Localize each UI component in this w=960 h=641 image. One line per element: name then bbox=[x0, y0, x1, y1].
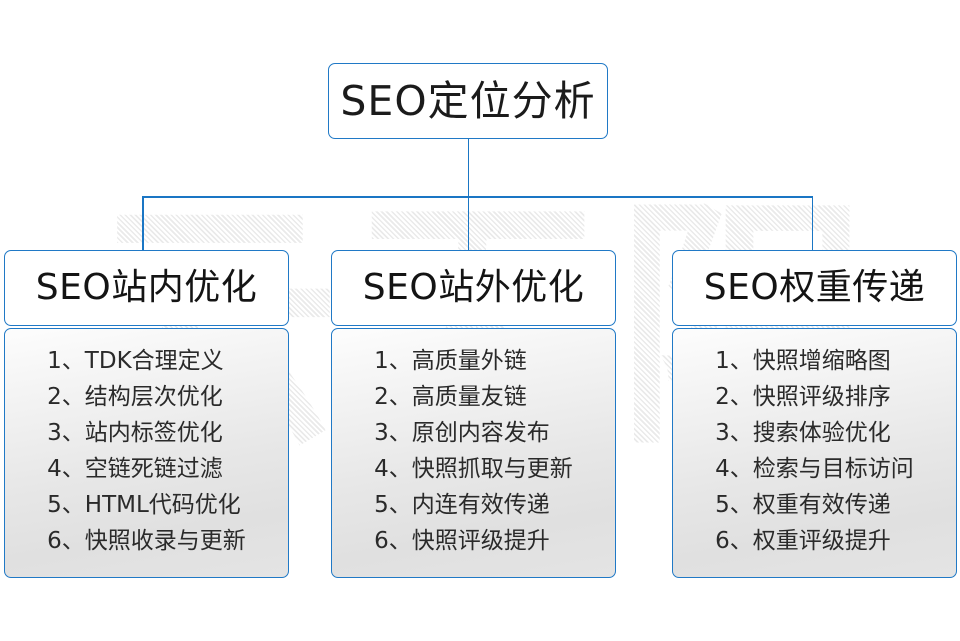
branch-column-3: SEO权重传递 1、快照增缩略图 2、快照评级排序 3、搜索体验优化 4、检索与… bbox=[672, 250, 957, 578]
list-item: 4、快照抓取与更新 bbox=[374, 456, 573, 482]
list-item: 2、结构层次优化 bbox=[47, 384, 223, 410]
branch-body-1: 1、TDK合理定义 2、结构层次优化 3、站内标签优化 4、空链死链过滤 5、H… bbox=[4, 328, 289, 578]
branch-header-2[interactable]: SEO站外优化 bbox=[331, 250, 616, 326]
list-item: 2、快照评级排序 bbox=[715, 384, 891, 410]
list-item: 1、快照增缩略图 bbox=[715, 348, 891, 374]
branch-body-3: 1、快照增缩略图 2、快照评级排序 3、搜索体验优化 4、检索与目标访问 5、权… bbox=[672, 328, 957, 578]
list-item: 5、HTML代码优化 bbox=[47, 492, 241, 518]
branch-item-list-2: 1、高质量外链 2、高质量友链 3、原创内容发布 4、快照抓取与更新 5、内连有… bbox=[374, 343, 573, 559]
list-item: 1、高质量外链 bbox=[374, 348, 527, 374]
list-item: 5、权重有效传递 bbox=[715, 492, 891, 518]
list-item: 3、原创内容发布 bbox=[374, 420, 550, 446]
branch-body-2: 1、高质量外链 2、高质量友链 3、原创内容发布 4、快照抓取与更新 5、内连有… bbox=[331, 328, 616, 578]
list-item: 6、权重评级提升 bbox=[715, 528, 891, 554]
connector-drop-col-3 bbox=[811, 196, 814, 251]
connector-horizontal-bus bbox=[142, 196, 813, 198]
branch-header-label: SEO站内优化 bbox=[35, 267, 258, 308]
connector-drop-col-1 bbox=[142, 196, 144, 251]
list-item: 3、站内标签优化 bbox=[47, 420, 223, 446]
branch-column-2: SEO站外优化 1、高质量外链 2、高质量友链 3、原创内容发布 4、快照抓取与… bbox=[331, 250, 616, 578]
list-item: 6、快照评级提升 bbox=[374, 528, 550, 554]
connector-root-stem bbox=[467, 139, 470, 197]
list-item: 5、内连有效传递 bbox=[374, 492, 550, 518]
list-item: 3、搜索体验优化 bbox=[715, 420, 891, 446]
list-item: 1、TDK合理定义 bbox=[47, 348, 224, 374]
branch-header-label: SEO站外优化 bbox=[362, 267, 585, 308]
list-item: 4、空链死链过滤 bbox=[47, 456, 223, 482]
list-item: 4、检索与目标访问 bbox=[715, 456, 914, 482]
root-node[interactable]: SEO定位分析 bbox=[328, 63, 608, 139]
list-item: 2、高质量友链 bbox=[374, 384, 527, 410]
branch-header-3[interactable]: SEO权重传递 bbox=[672, 250, 957, 326]
branch-header-label: SEO权重传递 bbox=[703, 267, 926, 308]
list-item: 6、快照收录与更新 bbox=[47, 528, 246, 554]
root-node-title: SEO定位分析 bbox=[340, 76, 596, 125]
branch-item-list-1: 1、TDK合理定义 2、结构层次优化 3、站内标签优化 4、空链死链过滤 5、H… bbox=[47, 343, 246, 559]
branch-header-1[interactable]: SEO站内优化 bbox=[4, 250, 289, 326]
branch-column-1: SEO站内优化 1、TDK合理定义 2、结构层次优化 3、站内标签优化 4、空链… bbox=[4, 250, 289, 578]
branch-item-list-3: 1、快照增缩略图 2、快照评级排序 3、搜索体验优化 4、检索与目标访问 5、权… bbox=[715, 343, 914, 559]
connector-drop-col-2 bbox=[467, 196, 470, 251]
